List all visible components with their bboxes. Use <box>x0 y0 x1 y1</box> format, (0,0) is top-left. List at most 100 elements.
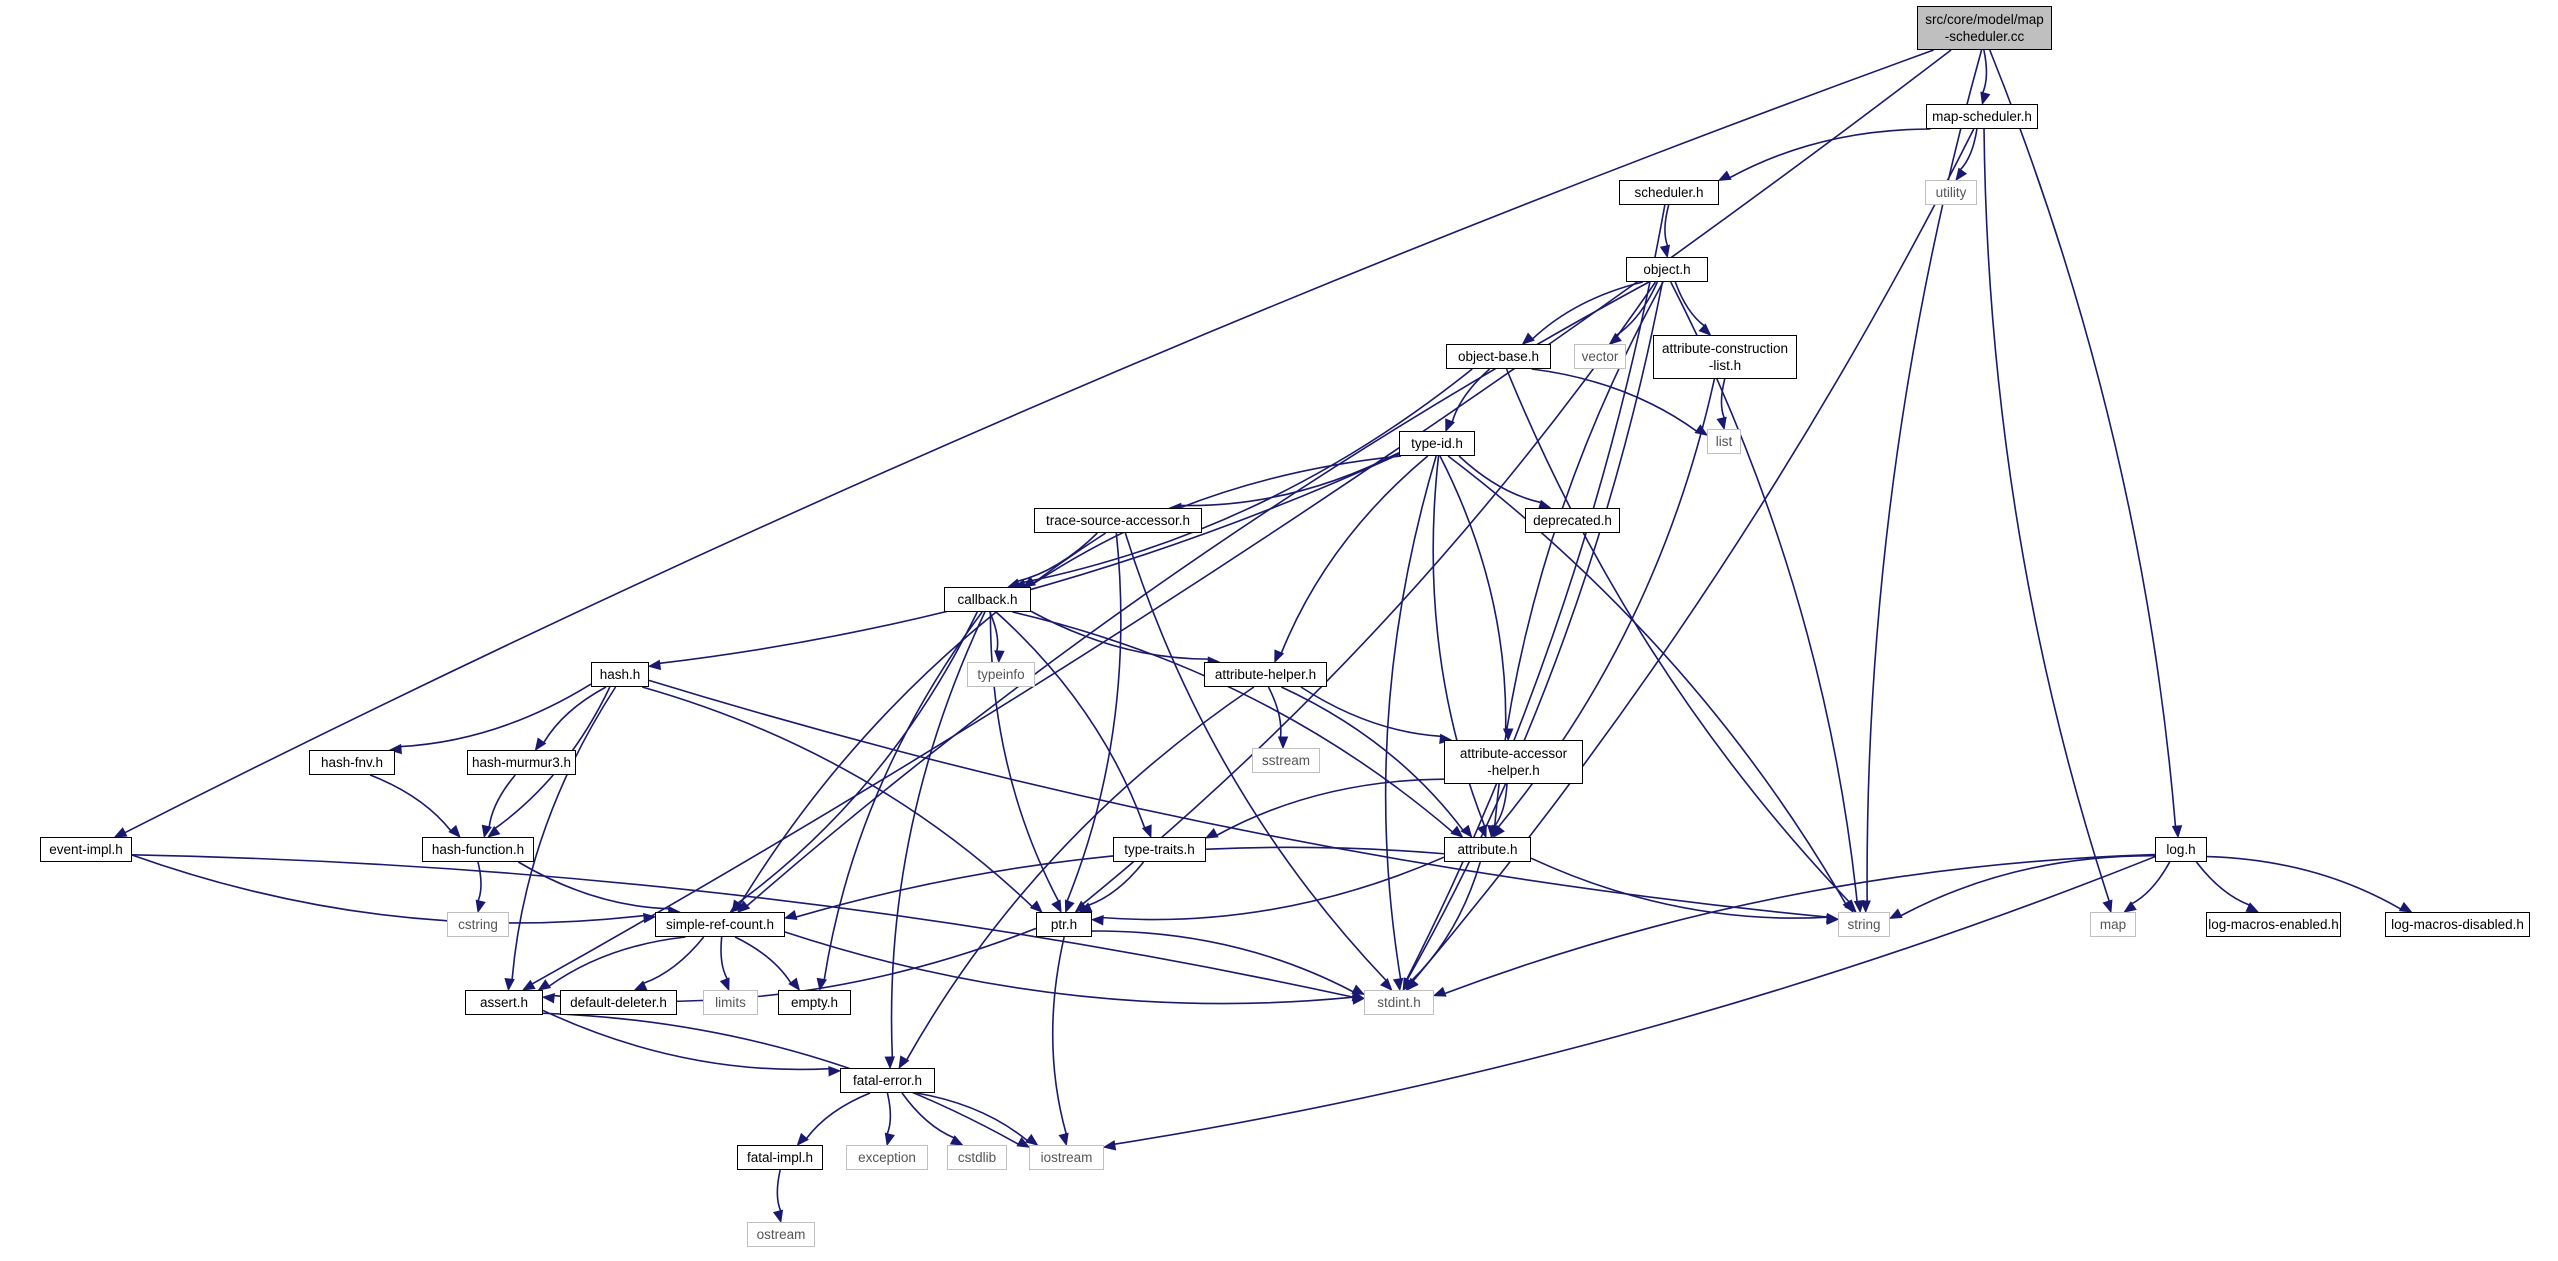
edge-arrowhead <box>1659 244 1671 259</box>
edge-hash-h-to-assert-h <box>511 686 617 980</box>
node-attribute-helper-h[interactable]: attribute-helper.h <box>1204 662 1327 687</box>
node-attribute-construction-list-h[interactable]: attribute-construction -list.h <box>1653 335 1797 379</box>
edge-arrowhead <box>1888 908 1903 919</box>
edge-arrowhead <box>643 912 657 924</box>
node-hash-fnv-h[interactable]: hash-fnv.h <box>309 750 395 775</box>
node-hash-function-h[interactable]: hash-function.h <box>422 837 534 862</box>
edge-arrowhead <box>898 1055 910 1070</box>
edge-arrowhead <box>1380 978 1393 991</box>
edge-attribute-h-to-stdint-h <box>1411 861 1482 982</box>
node-hash-murmur3-h[interactable]: hash-murmur3.h <box>467 750 576 775</box>
edge-arrowhead <box>994 650 1005 664</box>
node-empty-h[interactable]: empty.h <box>778 990 851 1015</box>
edge-arrowhead <box>1826 914 1840 926</box>
edge-arrowhead <box>1842 899 1854 914</box>
node-object-base-h[interactable]: object-base.h <box>1446 344 1551 369</box>
edge-map-scheduler-h-to-utility <box>1959 128 1978 171</box>
node-cstring: cstring <box>447 912 509 937</box>
edge-hash-h-to-hash-murmur3-h <box>543 686 607 744</box>
node-log-macros-enabled-h[interactable]: log-macros-enabled.h <box>2206 912 2341 937</box>
edge-arrowhead <box>1204 828 1219 839</box>
edge-log-h-to-log-macros-disabled-h <box>2206 855 2402 910</box>
node-attribute-accessor-helper-h[interactable]: attribute-accessor -helper.h <box>1444 740 1583 784</box>
node-sstream: sstream <box>1252 748 1320 773</box>
edge-attribute-helper-h-to-attribute-h <box>1281 686 1464 831</box>
edge-arrowhead <box>1277 736 1289 750</box>
edge-object-base-h-to-list <box>1531 368 1698 432</box>
edge-hash-fnv-h-to-hash-function-h <box>369 774 452 832</box>
edge-arrowhead <box>719 977 730 992</box>
edge-simple-ref-count-h-to-assert-h <box>548 936 686 987</box>
edge-fatal-error-h-to-cstdlib <box>901 1092 955 1139</box>
node-log-h[interactable]: log.h <box>2155 837 2207 862</box>
edge-trace-source-accessor-h-to-ptr-h <box>1066 532 1122 902</box>
edge-callback-h-to-fatal-error-h <box>890 611 986 1058</box>
node-type-traits-h[interactable]: type-traits.h <box>1113 837 1206 862</box>
edge-arrowhead <box>1460 824 1473 839</box>
node-type-id-h[interactable]: type-id.h <box>1399 431 1475 456</box>
edge-type-id-h-to-attribute-accessor-helper-h <box>1439 455 1507 730</box>
node-exception: exception <box>846 1145 928 1170</box>
edge-log-h-to-map <box>2131 861 2171 905</box>
edge-arrowhead <box>1016 1137 1031 1148</box>
edge-attribute-accessor-helper-h-to-attribute-h <box>1493 783 1508 827</box>
node-assert-h[interactable]: assert.h <box>465 990 543 1015</box>
node-trace-source-accessor-h[interactable]: trace-source-accessor.h <box>1034 508 1202 533</box>
node-fatal-error-h[interactable]: fatal-error.h <box>840 1068 935 1093</box>
edge-arrowhead <box>949 1135 964 1146</box>
edge-assert-h-to-fatal-error-h <box>542 1009 830 1071</box>
edge-arrowhead <box>1025 1133 1039 1146</box>
node-map-scheduler-h[interactable]: map-scheduler.h <box>1926 104 2038 129</box>
edge-arrowhead <box>1102 1140 1117 1151</box>
node-scheduler-h[interactable]: scheduler.h <box>1619 180 1719 205</box>
edge-assert-h-to-iostream <box>542 1012 1019 1145</box>
edge-arrowhead <box>521 979 536 991</box>
edge-object-base-h-to-type-id-h <box>1451 368 1491 423</box>
edge-callback-h-to-simple-ref-count-h <box>736 611 978 905</box>
node-default-deleter-h[interactable]: default-deleter.h <box>560 990 677 1015</box>
edge-attribute-construction-list-h-to-list <box>1720 378 1726 419</box>
node-cstdlib: cstdlib <box>947 1145 1007 1170</box>
edge-arrowhead <box>1351 984 1366 995</box>
edge-map-scheduler-cc-to-event-impl-h <box>124 49 1934 834</box>
edge-type-id-h-to-callback-h <box>1033 455 1402 585</box>
edge-object-base-h-to-callback-h <box>1023 368 1473 584</box>
node-utility: utility <box>1925 180 1977 205</box>
edge-attribute-accessor-helper-h-to-type-traits-h <box>1216 778 1445 837</box>
edge-object-h-to-ptr-h <box>1082 281 1657 905</box>
edge-type-id-h-to-stdint-h <box>1384 455 1437 980</box>
edge-arrowhead <box>475 899 486 914</box>
edge-arrowhead <box>481 824 492 839</box>
node-hash-h[interactable]: hash.h <box>591 662 649 687</box>
node-event-impl-h[interactable]: event-impl.h <box>40 837 132 862</box>
node-callback-h[interactable]: callback.h <box>944 587 1031 612</box>
edge-arrowhead <box>1717 170 1732 181</box>
edge-callback-h-to-type-traits-h <box>995 611 1146 829</box>
edge-fatal-impl-h-to-ostream <box>776 1169 782 1212</box>
edge-attribute-h-to-ptr-h <box>1102 856 1445 921</box>
node-object-h[interactable]: object.h <box>1626 257 1708 282</box>
edge-arrowhead <box>1392 977 1404 992</box>
node-attribute-h[interactable]: attribute.h <box>1444 837 1531 862</box>
edge-object-h-to-stdint-h <box>1406 281 1664 981</box>
node-fatal-impl-h[interactable]: fatal-impl.h <box>737 1145 823 1170</box>
edge-attribute-helper-h-to-attribute-accessor-helper-h <box>1300 686 1441 738</box>
node-ptr-h[interactable]: ptr.h <box>1036 912 1092 937</box>
edge-hash-function-h-to-cstring <box>477 861 482 902</box>
node-deprecated-h[interactable]: deprecated.h <box>1525 508 1620 533</box>
edge-arrowhead <box>729 900 743 913</box>
edge-arrowhead <box>1405 978 1418 991</box>
edge-callback-h-to-ptr-h <box>989 611 1060 902</box>
node-log-macros-disabled-h[interactable]: log-macros-disabled.h <box>2385 912 2530 937</box>
edge-trace-source-accessor-h-to-simple-ref-count-h <box>739 532 1107 905</box>
node-typeinfo: typeinfo <box>967 662 1035 687</box>
edge-map-scheduler-cc-to-string <box>1866 49 1983 902</box>
edge-arrowhead <box>448 824 461 838</box>
edge-arrowhead <box>1698 323 1712 336</box>
edge-scheduler-h-to-object-h <box>1664 204 1670 247</box>
node-simple-ref-count-h[interactable]: simple-ref-count.h <box>655 912 785 937</box>
edge-trace-source-accessor-h-to-stdint-h <box>1124 532 1387 982</box>
edge-arrowhead <box>1274 649 1285 664</box>
edge-type-id-h-to-string <box>1447 455 1847 905</box>
